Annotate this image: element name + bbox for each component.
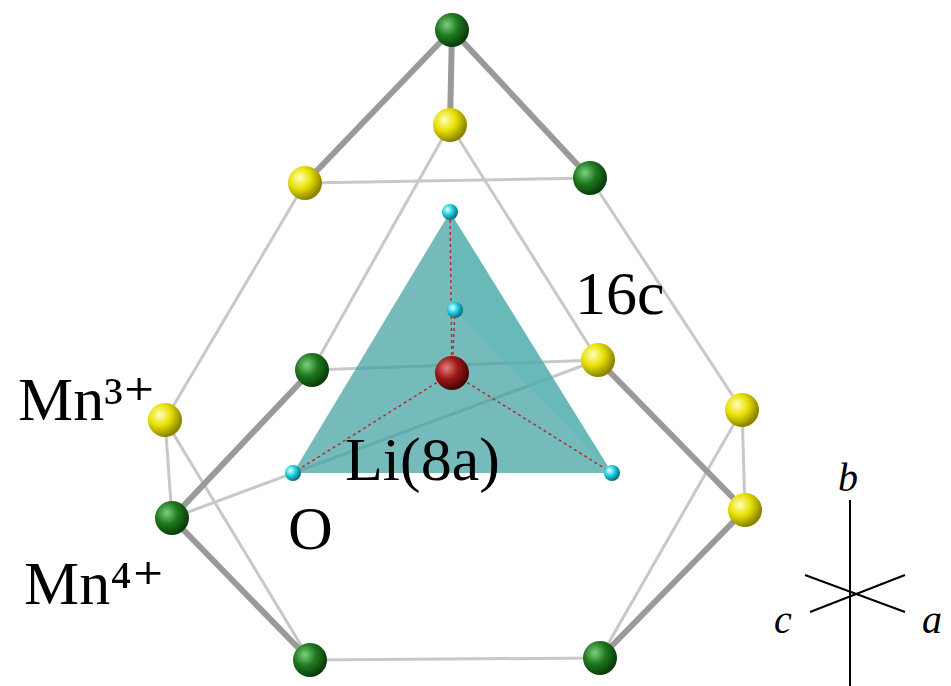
axis-label: c — [774, 600, 792, 640]
atoms — [148, 13, 762, 677]
axis-label: a — [922, 600, 942, 640]
bond-lines — [165, 125, 745, 660]
site-label: 16c — [575, 262, 665, 324]
axes — [805, 500, 905, 686]
ion-label: Mn³⁺ — [18, 368, 155, 430]
ion-label: Mn⁴⁺ — [24, 552, 164, 614]
site-label: Li(8a) — [345, 428, 500, 490]
axis-label: b — [838, 458, 858, 498]
atom-label: O — [288, 497, 333, 559]
bond-lines-thick — [172, 30, 745, 660]
